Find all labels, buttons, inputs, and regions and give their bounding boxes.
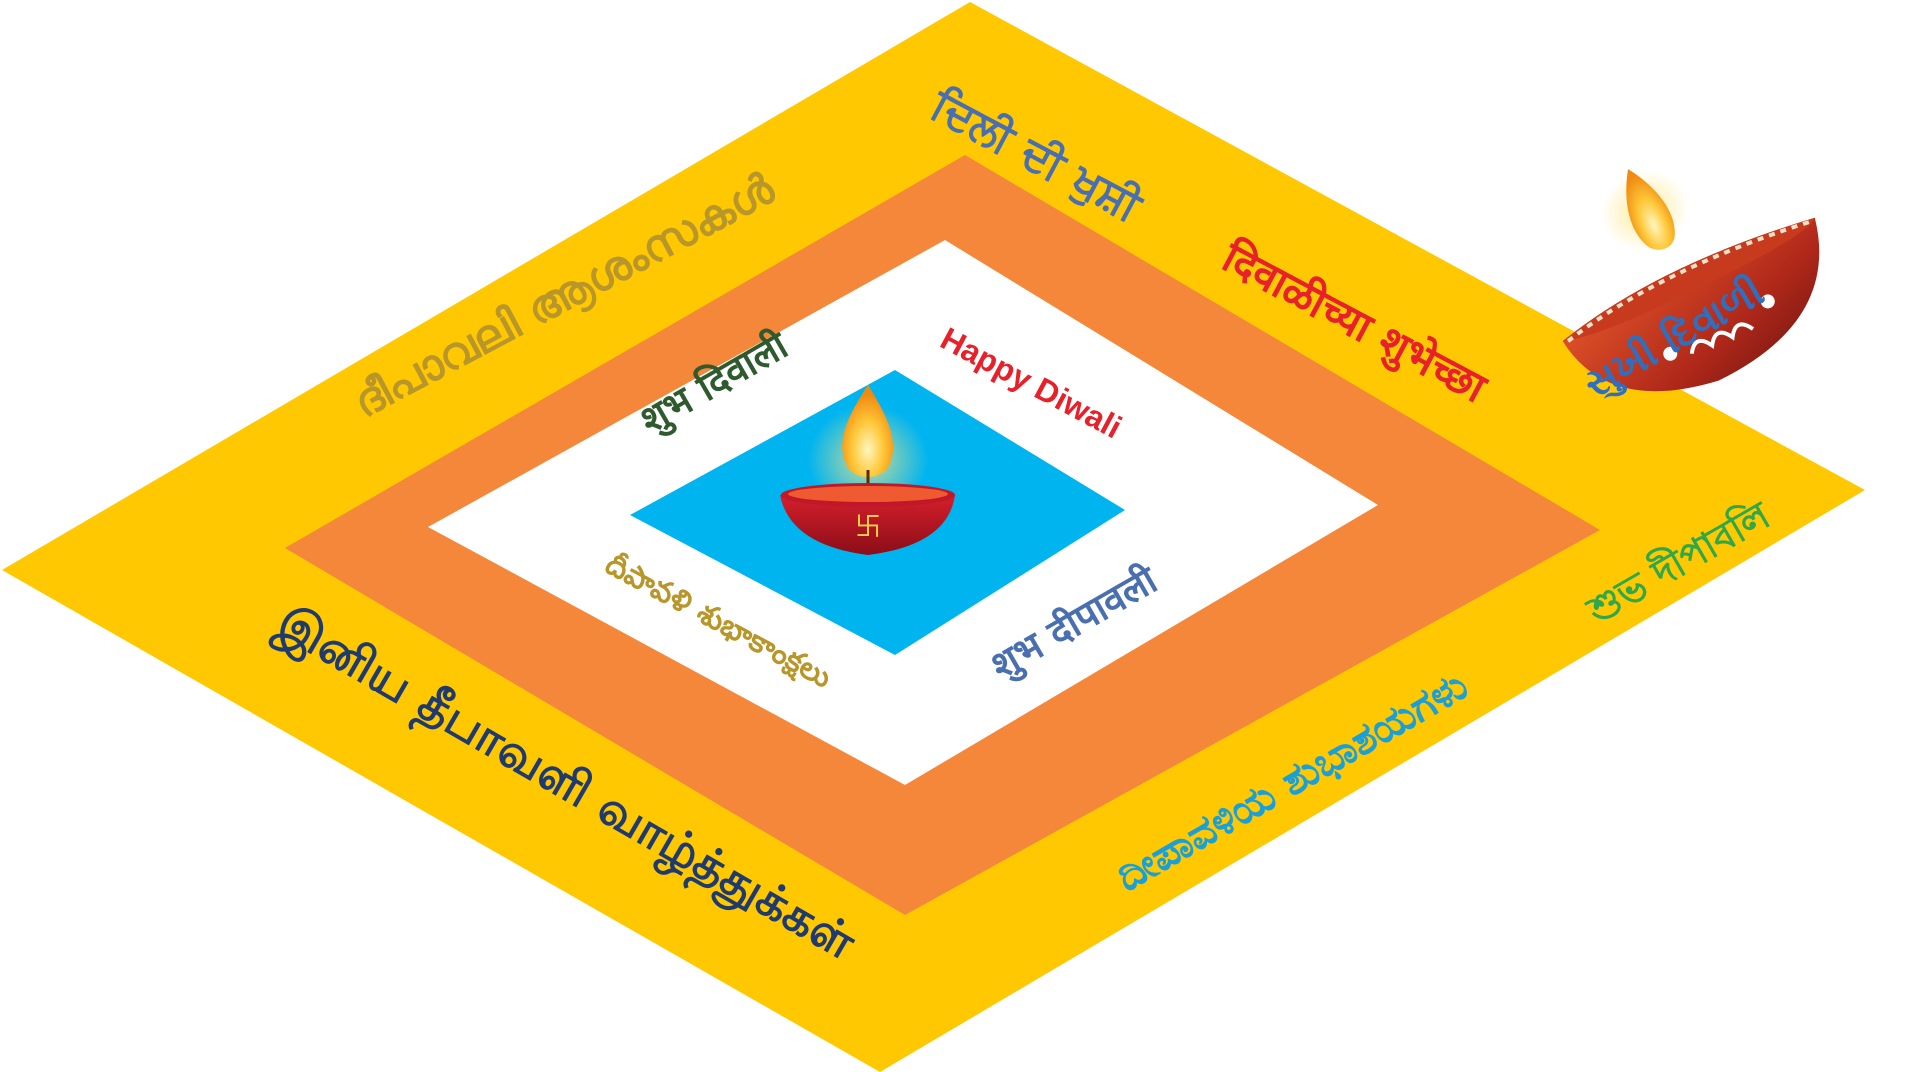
diya-lamp-icon: 卐 (780, 385, 955, 555)
swastika-icon: 卐 (855, 513, 881, 543)
diya-lamp-icon (1562, 169, 1820, 392)
